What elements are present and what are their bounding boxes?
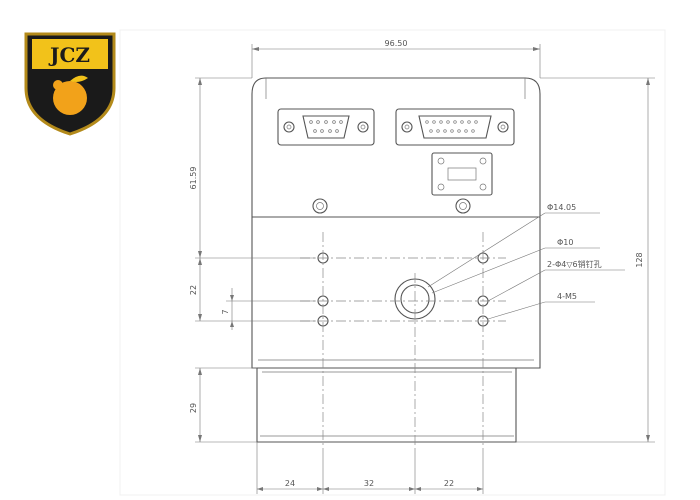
db9-connector [277, 108, 375, 146]
logo-fruit-icon [53, 81, 87, 115]
dim-upper-height: 61.59 [189, 77, 316, 259]
dim-upper-height-label: 61.59 [189, 167, 198, 190]
dim-top-width-label: 96.50 [385, 39, 408, 48]
dim-bottom-left-label: 24 [285, 479, 295, 488]
jcz-logo: JCZ [24, 32, 116, 136]
dim-hole-spacing: 22 [189, 258, 316, 322]
callout-phi14: Φ14.05 [547, 203, 576, 212]
dim-small-offset: 7 [221, 288, 316, 330]
dim-small-offset-label: 7 [221, 309, 230, 314]
callouts: Φ14.05 Φ10 2-Φ4▽6销钉孔 4-M5 [427, 203, 625, 320]
dim-top-width: 96.50 [251, 39, 541, 78]
dim-bottom-right-label: 22 [444, 479, 454, 488]
upper-screws [312, 198, 471, 214]
callout-phi10: Φ10 [557, 238, 573, 247]
callout-m5: 4-M5 [557, 292, 577, 301]
dim-total-height-label: 128 [635, 252, 644, 267]
dim-bottom-row: 24 32 22 [256, 442, 484, 494]
dim-total-height: 128 [516, 77, 655, 443]
db15-connector [395, 108, 515, 146]
logo-text: JCZ [48, 43, 90, 67]
dim-bottom-center-label: 32 [364, 479, 374, 488]
dim-hole-spacing-label: 22 [189, 285, 198, 295]
dim-bottom-height-label: 29 [189, 403, 198, 413]
dim-bottom-height: 29 [189, 367, 257, 443]
callout-pin-holes: 2-Φ4▽6销钉孔 [547, 259, 602, 269]
usb-connector [431, 152, 493, 196]
center-lines [300, 232, 506, 450]
